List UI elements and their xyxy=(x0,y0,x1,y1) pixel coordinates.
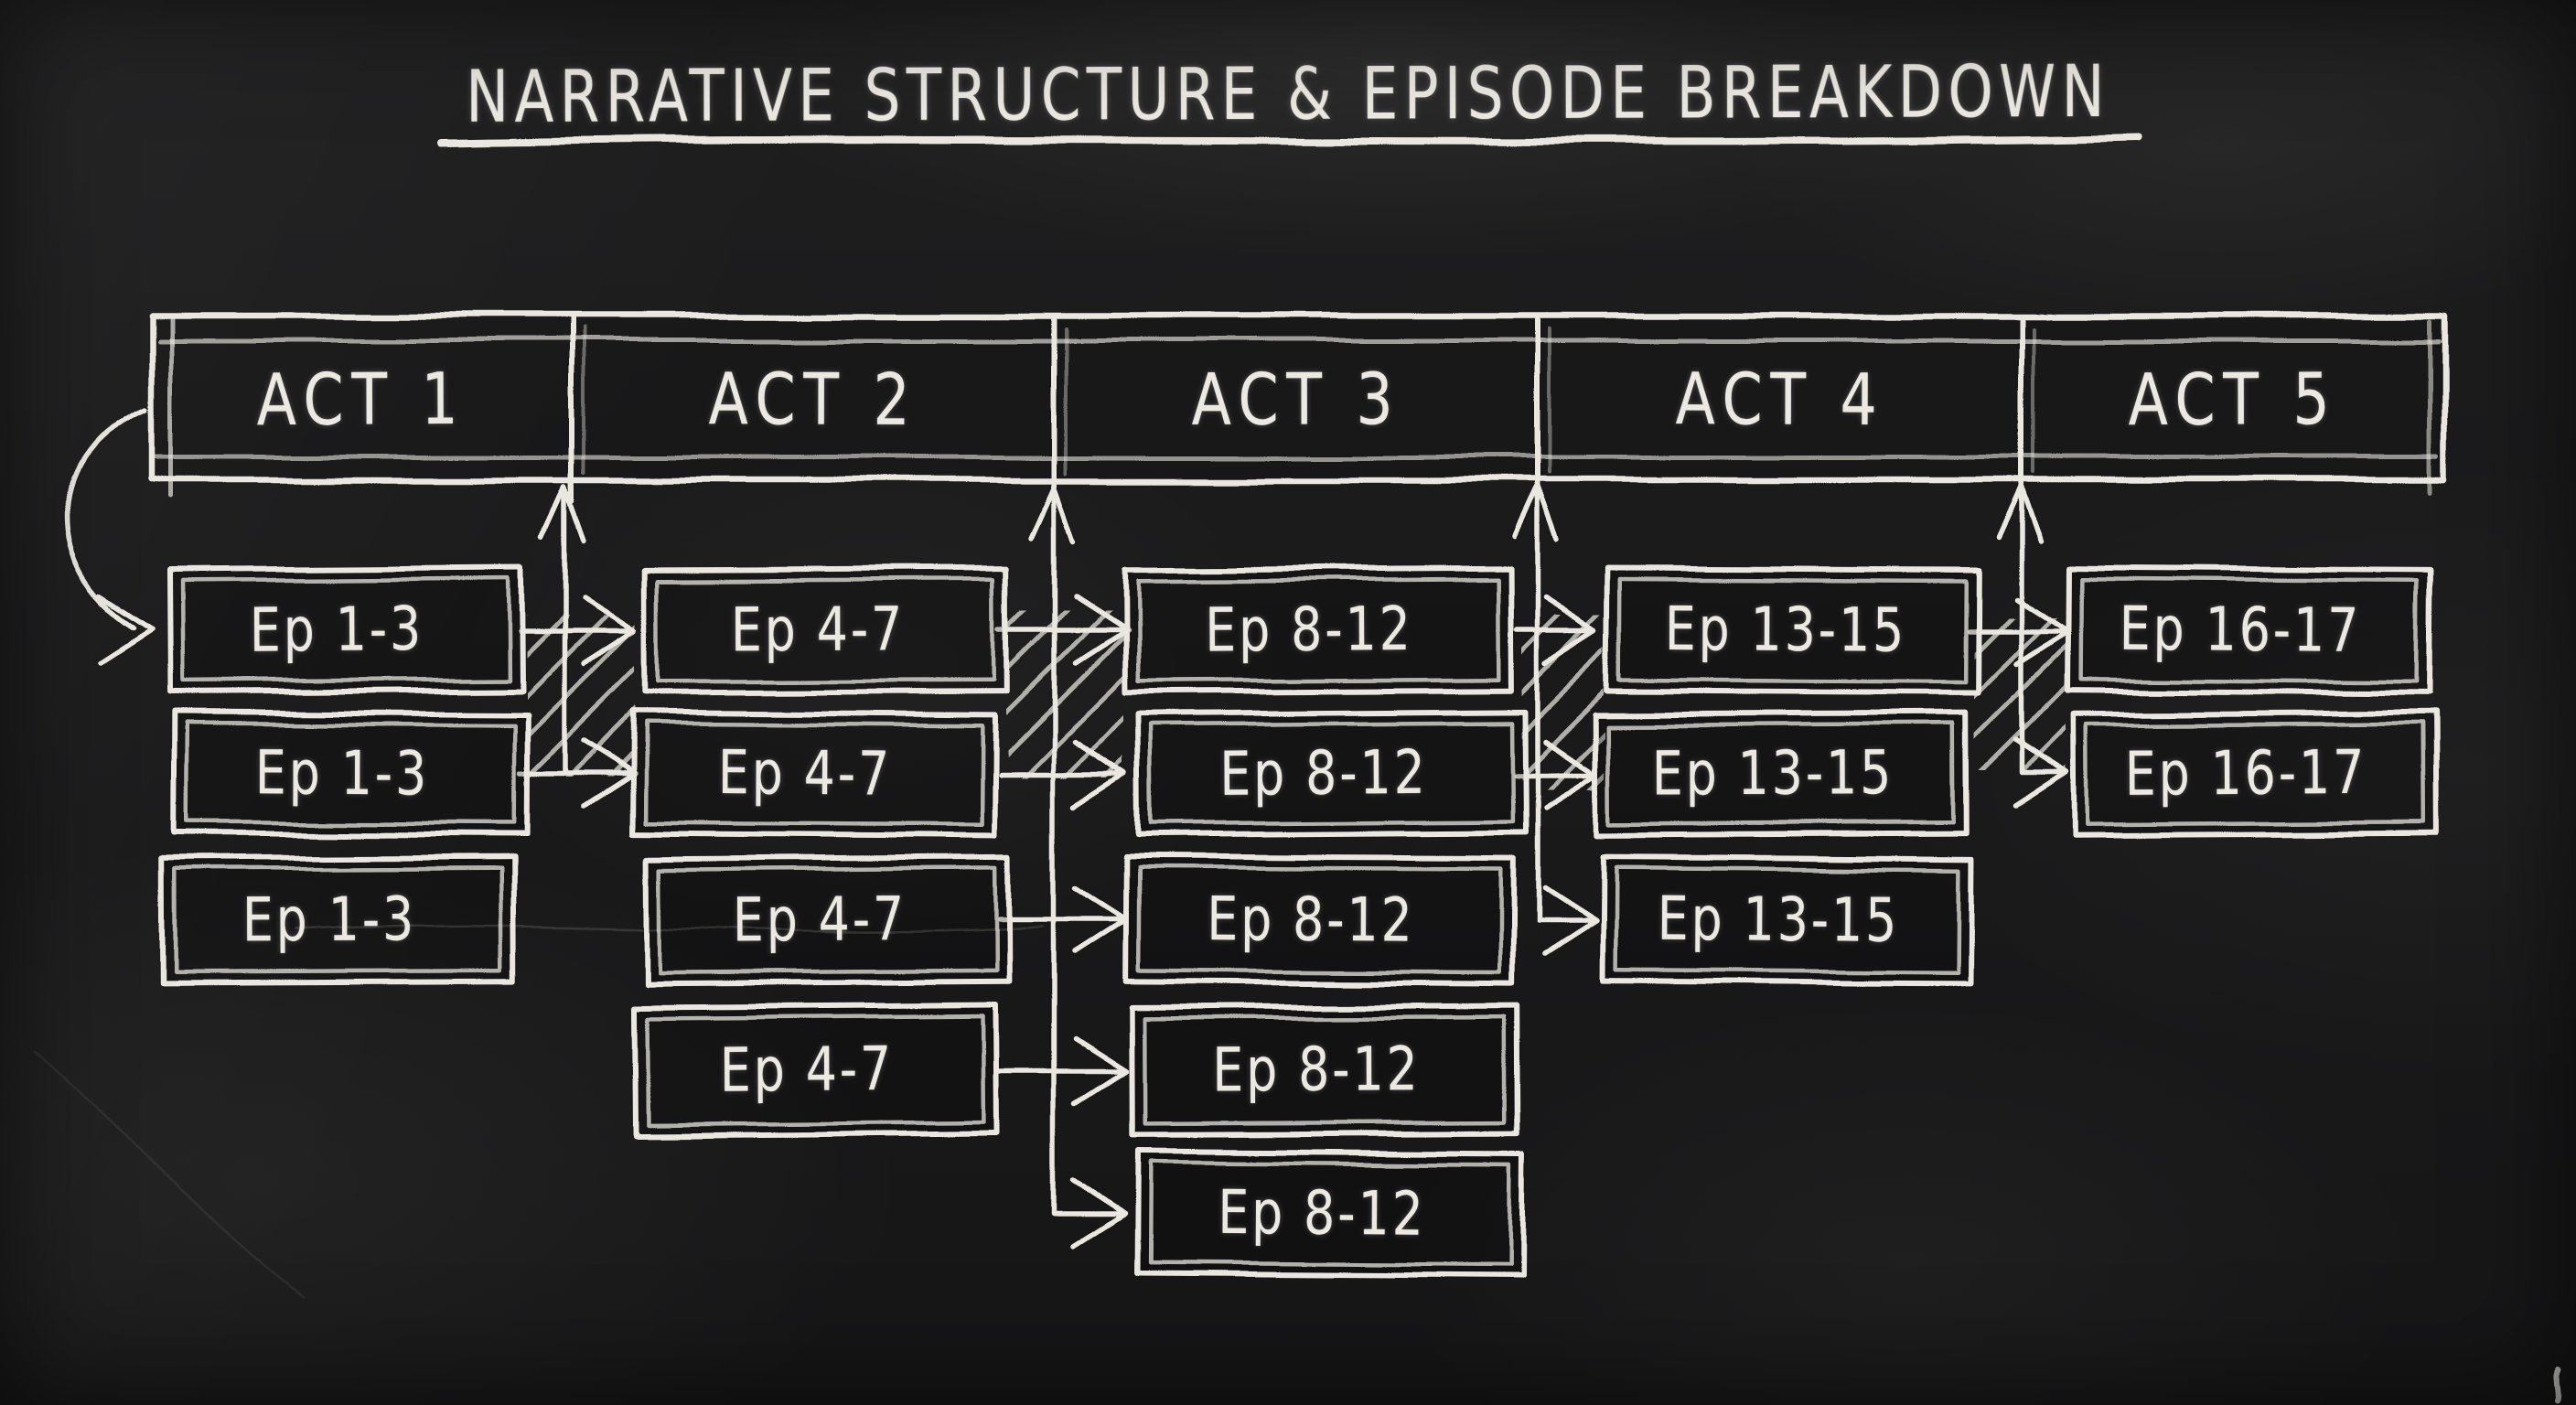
episode-box-label: Ep 13-15 xyxy=(1657,884,1899,957)
episode-box xyxy=(171,709,531,839)
page-title: NARRATIVE STRUCTURE & EPISODE BREAKDOWN xyxy=(466,50,2110,140)
act-feed-line xyxy=(2019,486,2066,777)
episode-box xyxy=(2065,564,2433,696)
scratch-mark xyxy=(291,924,1045,934)
act-label: ACT 4 xyxy=(1674,357,1885,443)
act-bar-outline xyxy=(147,312,2448,484)
flow-arrowhead-icon xyxy=(1543,595,1600,666)
episode-box-label: Ep 8-12 xyxy=(1218,737,1428,810)
episode-box-label: Ep 1-3 xyxy=(254,738,429,810)
episode-box-inner xyxy=(645,1014,986,1127)
episode-box-inner xyxy=(2078,576,2420,684)
episode-box xyxy=(1594,710,1970,838)
flow-arrowhead-icon xyxy=(1072,1035,1129,1106)
episode-box-label: Ep 13-15 xyxy=(1651,737,1894,810)
intro-curve-line xyxy=(64,407,147,628)
episode-box-label: Ep 16-17 xyxy=(2119,594,2361,667)
episode-box xyxy=(1133,1148,1528,1280)
intro-arrowhead-icon xyxy=(98,592,155,663)
episode-box-inner xyxy=(658,865,999,975)
episode-box-outer xyxy=(158,854,518,986)
episode-box-outer xyxy=(2065,564,2433,696)
episode-box xyxy=(644,853,1013,987)
episode-box-inner xyxy=(1134,576,1501,684)
episode-box-outer xyxy=(166,564,525,696)
episode-box-outer xyxy=(171,709,531,839)
arrowhead-up-icon xyxy=(1028,484,1076,543)
episode-box-inner xyxy=(1149,721,1516,827)
chalk-strokes xyxy=(35,134,2562,1402)
episode-box xyxy=(631,1002,1000,1139)
episode-box-label: Ep 8-12 xyxy=(1211,1035,1421,1106)
episode-box-outer xyxy=(642,565,1011,695)
episode-box xyxy=(158,854,518,986)
episode-box-outer xyxy=(1594,710,1970,838)
episode-box-inner xyxy=(179,576,511,684)
episode-box-inner xyxy=(1613,865,1961,975)
episode-box xyxy=(1606,564,1982,696)
episode-box-inner xyxy=(2084,721,2425,827)
episode-box-outer xyxy=(1606,564,1982,696)
act-label: ACT 1 xyxy=(256,357,467,443)
episode-box-inner xyxy=(1607,721,1956,827)
episode-box-label: Ep 4-7 xyxy=(732,884,907,957)
episode-box-label: Ep 4-7 xyxy=(719,1034,894,1107)
hatch-region xyxy=(1522,615,1606,788)
episode-box-inner xyxy=(1620,576,1969,684)
episode-box xyxy=(1135,709,1530,839)
episode-box-inner xyxy=(656,576,997,684)
episode-box xyxy=(629,709,998,839)
episode-box-label: Ep 4-7 xyxy=(730,595,905,666)
episode-box-label: Ep 8-12 xyxy=(1206,884,1415,957)
episode-box-inner xyxy=(643,721,984,827)
hatch-region xyxy=(1006,611,1123,778)
episode-box xyxy=(166,564,525,696)
episode-box-outer xyxy=(1122,853,1517,987)
episode-box-label: Ep 13-15 xyxy=(1664,594,1906,667)
episode-box-label: Ep 16-17 xyxy=(2124,737,2367,810)
episode-box-inner xyxy=(1147,1160,1514,1268)
episode-box xyxy=(1599,853,1975,987)
chalk-speck xyxy=(2554,1366,2562,1402)
episode-box-outer xyxy=(1121,564,1515,696)
arrowhead-up-icon xyxy=(1512,484,1560,543)
scratch-mark xyxy=(35,1050,304,1301)
act-feed-line xyxy=(1051,486,1123,1217)
episode-box-label: Ep 1-3 xyxy=(249,594,424,667)
episode-box-outer xyxy=(1128,1003,1522,1138)
episode-box xyxy=(642,565,1011,695)
episode-box-outer xyxy=(2070,709,2439,839)
episode-box-label: Ep 8-12 xyxy=(1217,1177,1426,1250)
episode-box-label: Ep 8-12 xyxy=(1204,594,1413,667)
episode-box-outer xyxy=(644,853,1013,987)
episode-box-label: Ep 4-7 xyxy=(717,737,892,810)
arrowhead-up-icon xyxy=(1996,484,2044,543)
episode-box-outer xyxy=(1599,853,1975,987)
act-label: ACT 2 xyxy=(707,358,918,442)
episode-box-label: Ep 1-3 xyxy=(242,885,416,956)
arrowhead-up-icon xyxy=(539,484,586,543)
episode-box-inner xyxy=(1142,1014,1508,1127)
act-label: ACT 5 xyxy=(2128,358,2338,442)
elbow-arrowhead-icon xyxy=(2012,738,2069,810)
episode-box-outer xyxy=(629,709,998,839)
flow-arrowhead-icon xyxy=(1072,738,1129,810)
act-label: ACT 3 xyxy=(1190,358,1401,442)
flow-arrowhead-icon xyxy=(581,595,638,666)
episode-box-inner xyxy=(1136,865,1503,975)
title-underline xyxy=(437,134,2141,146)
elbow-arrowhead-icon xyxy=(1070,1178,1127,1249)
episode-box xyxy=(1121,564,1515,696)
episode-box-inner xyxy=(185,721,517,827)
episode-box xyxy=(2070,709,2439,839)
episode-box-outer xyxy=(631,1002,1000,1139)
episode-box xyxy=(1128,1003,1522,1138)
elbow-arrowhead-icon xyxy=(1541,885,1598,956)
episode-box-inner xyxy=(172,865,504,975)
episode-box-outer xyxy=(1133,1148,1528,1280)
episode-box-outer xyxy=(1135,709,1530,839)
episode-box xyxy=(1122,853,1517,987)
